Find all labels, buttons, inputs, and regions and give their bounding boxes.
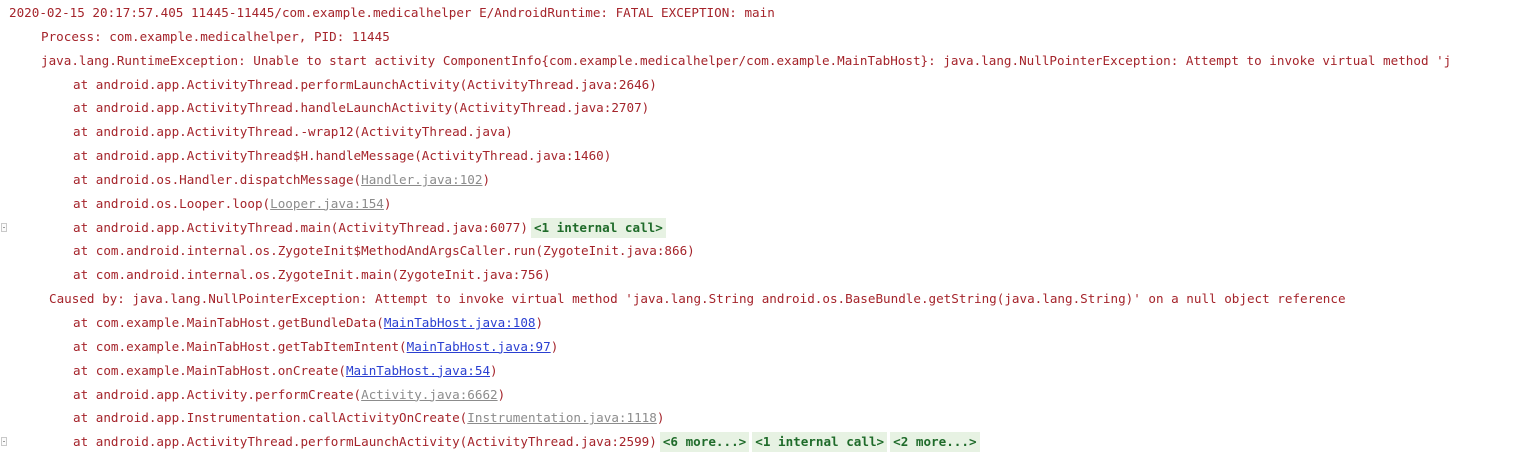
source-link[interactable]: Handler.java:102 bbox=[361, 171, 483, 187]
stack-frame: at android.app.ActivityThread.performLau… bbox=[0, 430, 1529, 454]
more-frames-fold[interactable]: <6 more...> bbox=[659, 432, 750, 453]
caused-by-line: Caused by: java.lang.NullPointerExceptio… bbox=[49, 291, 1346, 307]
stack-frame: at android.app.Activity.performCreate(Ac… bbox=[73, 386, 506, 402]
expand-fold-icon[interactable] bbox=[1, 437, 7, 447]
exception-line: java.lang.RuntimeException: Unable to st… bbox=[41, 52, 1452, 68]
stack-frame: at android.app.ActivityThread.main(Activ… bbox=[0, 216, 1529, 240]
stack-frame: at android.os.Looper.loop(Looper.java:15… bbox=[73, 195, 392, 211]
log-header-line: 2020-02-15 20:17:57.405 11445-11445/com.… bbox=[9, 5, 775, 20]
logcat-output: 2020-02-15 20:17:57.405 11445-11445/com.… bbox=[0, 1, 1529, 454]
stack-frame: at com.android.internal.os.ZygoteInit$Me… bbox=[73, 243, 695, 259]
stack-frame: at com.example.MainTabHost.getTabItemInt… bbox=[73, 338, 559, 354]
process-line: Process: com.example.medicalhelper, PID:… bbox=[41, 28, 390, 44]
source-link[interactable]: Looper.java:154 bbox=[270, 195, 384, 211]
source-link[interactable]: MainTabHost.java:54 bbox=[345, 362, 491, 378]
source-link[interactable]: Activity.java:6662 bbox=[361, 386, 498, 402]
stack-frame: at android.app.ActivityThread.performLau… bbox=[73, 76, 657, 92]
source-link[interactable]: Instrumentation.java:1118 bbox=[467, 410, 657, 426]
stack-frame: at com.android.internal.os.ZygoteInit.ma… bbox=[73, 267, 551, 283]
internal-call-fold[interactable]: <1 internal call> bbox=[530, 217, 666, 238]
stack-frame: at android.app.ActivityThread.handleLaun… bbox=[73, 100, 650, 116]
internal-call-fold[interactable]: <1 internal call> bbox=[752, 432, 888, 453]
stack-frame: at android.app.ActivityThread.-wrap12(Ac… bbox=[73, 124, 513, 140]
stack-frame: at android.os.Handler.dispatchMessage(Ha… bbox=[73, 171, 491, 187]
stack-frame: at com.example.MainTabHost.onCreate(Main… bbox=[73, 362, 498, 378]
more-frames-fold[interactable]: <2 more...> bbox=[890, 432, 980, 453]
stack-frame: at android.app.Instrumentation.callActiv… bbox=[73, 410, 665, 426]
expand-fold-icon[interactable] bbox=[1, 222, 7, 232]
source-link[interactable]: MainTabHost.java:108 bbox=[383, 314, 536, 330]
source-link[interactable]: MainTabHost.java:97 bbox=[406, 338, 551, 354]
stack-frame: at android.app.ActivityThread$H.handleMe… bbox=[73, 148, 612, 164]
stack-frame: at com.example.MainTabHost.getBundleData… bbox=[73, 314, 544, 330]
